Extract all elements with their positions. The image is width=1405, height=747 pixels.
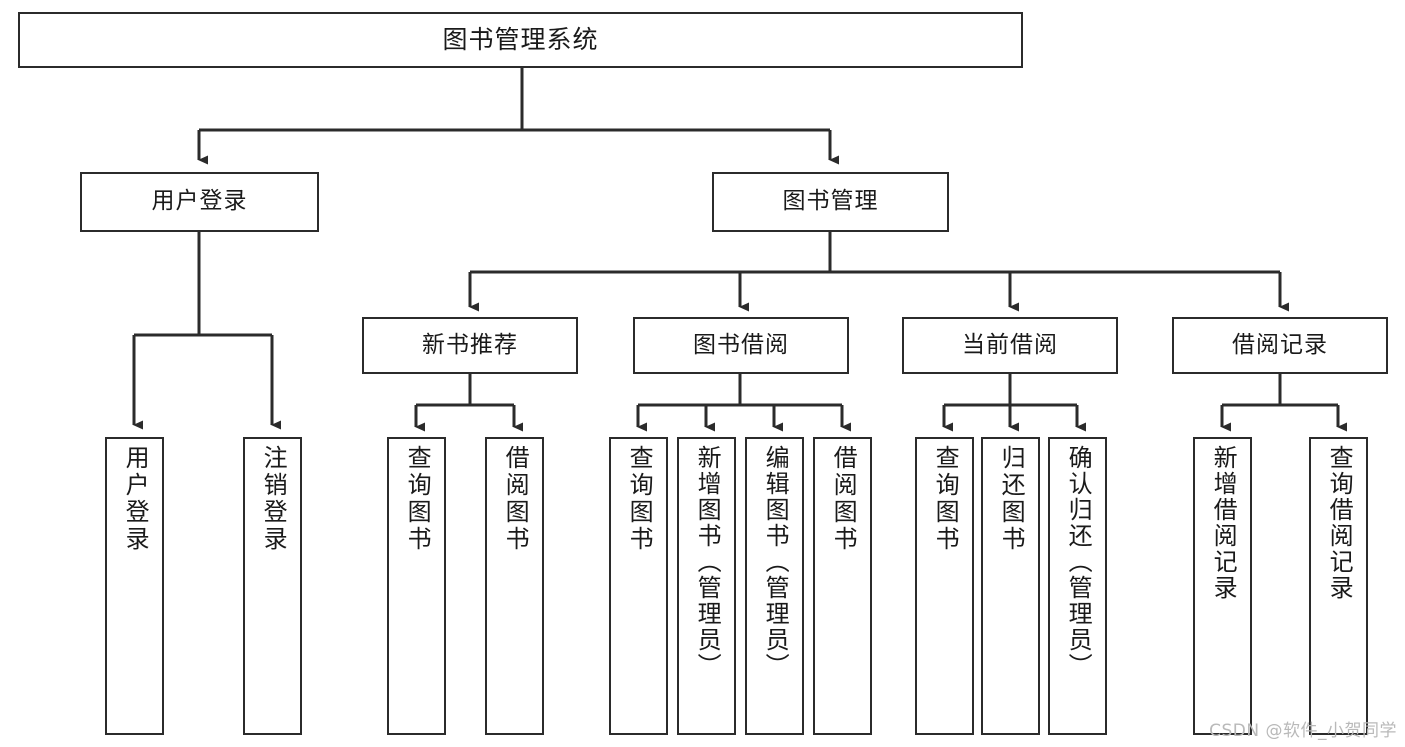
- node-label: 用户登录: [121, 445, 150, 553]
- node-borrow-record[interactable]: 借阅记录: [1172, 317, 1388, 374]
- node-leaf-query-book-current[interactable]: 查询图书: [915, 437, 974, 735]
- node-leaf-confirm-return-admin[interactable]: 确认归还（管理员）: [1048, 437, 1107, 735]
- node-label: 借阅记录: [1232, 331, 1328, 358]
- node-leaf-query-borrow-record[interactable]: 查询借阅记录: [1309, 437, 1368, 735]
- node-label: 借阅图书: [501, 445, 530, 553]
- node-leaf-add-book-admin[interactable]: 新增图书（管理员）: [677, 437, 736, 735]
- node-label: 图书管理系统: [442, 25, 599, 55]
- node-label: 查询图书: [931, 445, 960, 553]
- node-leaf-add-borrow-record[interactable]: 新增借阅记录: [1193, 437, 1252, 735]
- node-label: 查询图书: [403, 445, 432, 553]
- node-label: 当前借阅: [962, 331, 1058, 358]
- node-leaf-edit-book-admin[interactable]: 编辑图书（管理员）: [745, 437, 804, 735]
- node-label: 借阅图书: [829, 445, 858, 553]
- node-label: 归还图书: [997, 445, 1026, 553]
- node-user-login[interactable]: 用户登录: [80, 172, 319, 232]
- node-label: 注销登录: [259, 445, 288, 553]
- node-leaf-query-book[interactable]: 查询图书: [609, 437, 668, 735]
- node-new-book-recommend[interactable]: 新书推荐: [362, 317, 578, 374]
- node-label: 图书借阅: [693, 331, 789, 358]
- node-leaf-user-login[interactable]: 用户登录: [105, 437, 164, 735]
- node-label: 图书管理: [782, 188, 879, 215]
- node-label: 编辑图书（管理员）: [761, 445, 790, 679]
- node-label: 新增图书（管理员）: [693, 445, 722, 679]
- node-current-borrow[interactable]: 当前借阅: [902, 317, 1118, 374]
- node-book-borrow[interactable]: 图书借阅: [633, 317, 849, 374]
- node-label: 查询图书: [625, 445, 654, 553]
- node-label: 新书推荐: [422, 331, 518, 358]
- watermark: CSDN @软件_小贺同学: [1209, 721, 1397, 741]
- node-leaf-query-book-recommend[interactable]: 查询图书: [387, 437, 446, 735]
- node-leaf-borrow-book-recommend[interactable]: 借阅图书: [485, 437, 544, 735]
- node-label: 新增借阅记录: [1209, 445, 1238, 601]
- node-label: 确认归还（管理员）: [1064, 445, 1093, 679]
- node-book-management[interactable]: 图书管理: [712, 172, 949, 232]
- node-leaf-borrow-book[interactable]: 借阅图书: [813, 437, 872, 735]
- node-book-management-system[interactable]: 图书管理系统: [18, 12, 1023, 68]
- node-label: 查询借阅记录: [1325, 445, 1354, 601]
- node-leaf-return-book[interactable]: 归还图书: [981, 437, 1040, 735]
- node-label: 用户登录: [151, 188, 248, 215]
- node-leaf-logout[interactable]: 注销登录: [243, 437, 302, 735]
